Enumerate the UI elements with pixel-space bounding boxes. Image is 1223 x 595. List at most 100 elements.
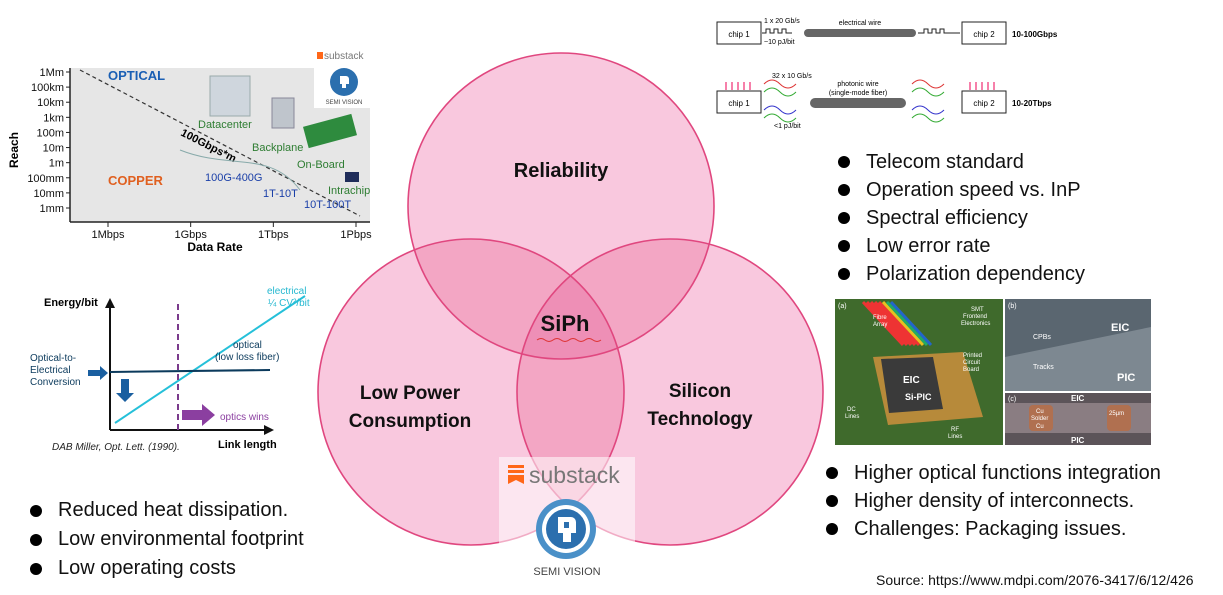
reach-y-tick: 100mm	[27, 173, 64, 185]
conversion-label-3: Conversion	[30, 377, 81, 388]
row1-rate: 1 x 20 Gb/s	[764, 18, 800, 25]
label-pic-c: PIC	[1071, 436, 1085, 445]
label-rf-1: RF	[951, 427, 959, 433]
datacenter-image	[209, 75, 251, 117]
label-cpbs: CPBs	[1033, 334, 1051, 341]
right-bullet-item: Low error rate	[838, 232, 1218, 260]
reach-y-tick: 1km	[43, 112, 64, 124]
label-eic-b: EIC	[1111, 322, 1129, 334]
label-smt-3: Electronics	[961, 321, 990, 327]
label-pic-b: PIC	[1117, 372, 1135, 384]
row1-energy: ~10 pJ/bit	[764, 39, 795, 46]
optical-line	[109, 369, 271, 373]
venn-label-reliability: Reliability	[513, 160, 609, 182]
photonic-wire	[810, 98, 906, 108]
electrical-label-2: ¼ CV²/bit	[268, 297, 310, 309]
label-sipic: Si-PIC	[905, 392, 932, 402]
row2-rate: 32 x 10 Gb/s	[772, 73, 812, 80]
center-logo-sub: SEMI VISION	[533, 566, 600, 578]
row1-bw: 10-100Gbps	[1012, 30, 1058, 39]
label-rf-2: Lines	[948, 434, 962, 440]
optical-label-2: (low loss fiber)	[215, 352, 279, 363]
energy-ylabel: Energy/bit	[44, 297, 98, 309]
label-fibre-2: Array	[873, 322, 887, 328]
reach-y-tick: 100m	[36, 127, 64, 139]
label-smt-2: Frontend	[963, 314, 987, 320]
label-smt-1: SMT	[971, 307, 984, 313]
reach-y-tick: 100km	[31, 82, 64, 94]
arrow-down-icon	[116, 379, 134, 402]
photo-a-label: (a)	[838, 303, 847, 310]
label-dc-1: DC	[847, 407, 856, 413]
label-intrachip: Intrachip	[328, 185, 370, 197]
label-pcb-2: Circuit	[963, 360, 980, 366]
reach-xlabel: Data Rate	[187, 240, 243, 254]
right-bullet-item: Operation speed vs. InP	[838, 176, 1218, 204]
reach-logo: substack SEMI VISION	[314, 48, 374, 108]
right-bottom-bullet-item: Higher density of interconnects.	[826, 487, 1221, 515]
left-bullet-item: Reduced heat dissipation.	[30, 496, 330, 525]
reach-logo-brand: substack	[324, 51, 364, 62]
electrical-label-1: electrical	[267, 286, 306, 297]
label-1t: 1T-10T	[263, 188, 298, 200]
label-cu-1: Cu	[1036, 409, 1044, 415]
reach-y-tick: 10mm	[33, 188, 64, 200]
venn-label-siph: SiPh	[540, 311, 590, 336]
reach-y-tick: 1Mm	[40, 67, 64, 79]
label-dc-2: Lines	[845, 414, 859, 420]
right-bottom-bullet-item: Higher optical functions integration	[826, 459, 1221, 487]
left-bullet-item: Low environmental footprint	[30, 525, 330, 554]
label-100g: 100G-400G	[205, 172, 262, 184]
reach-ylabel: Reach	[7, 132, 21, 168]
right-bottom-bullet-item: Challenges: Packaging issues.	[826, 515, 1221, 543]
right-bottom-bullet-list: Higher optical functions integration Hig…	[826, 459, 1221, 543]
reach-diagonal-line	[79, 69, 361, 217]
row2-chip-a: chip 1	[728, 99, 750, 108]
reach-x-tick: 1Tbps	[258, 229, 289, 241]
label-eic: EIC	[903, 375, 920, 386]
reach-x-tick: 1Mbps	[91, 229, 125, 241]
reach-y-tick: 10m	[43, 143, 64, 155]
optics-wins-label: optics wins	[220, 412, 269, 423]
venn-center-region	[517, 239, 624, 359]
semi-vision-icon	[536, 499, 596, 559]
left-bullet-item: Low operating costs	[30, 554, 330, 583]
label-datacenter: Datacenter	[198, 119, 252, 131]
electrical-line	[114, 295, 306, 424]
conversion-label-1: Optical-to-	[30, 353, 76, 364]
eic-chip	[881, 357, 943, 413]
photo-b-label: (b)	[1008, 303, 1017, 310]
label-scale: 25µm	[1109, 411, 1124, 417]
center-logo-brand: substack	[529, 462, 620, 488]
label-pcb-1: Printed	[963, 353, 982, 359]
label-cu-3: Cu	[1036, 424, 1044, 430]
photo-c-label: (c)	[1008, 396, 1016, 403]
electrical-wire	[804, 29, 916, 37]
label-backplane: Backplane	[252, 142, 303, 154]
row2-wire-2: (single-mode fiber)	[829, 90, 887, 97]
chip-image	[345, 172, 359, 182]
label-pcb-3: Board	[963, 367, 979, 373]
label-tracks: Tracks	[1033, 364, 1054, 371]
label-onboard: On-Board	[297, 159, 345, 171]
row2-wire-1: photonic wire	[837, 81, 878, 88]
label-10t: 10T-100T	[304, 199, 351, 211]
reach-y-tick: 1m	[49, 158, 64, 170]
row2-bw: 10-20Tbps	[1012, 99, 1052, 108]
substack-icon	[508, 465, 524, 484]
right-bullet-item: Spectral efficiency	[838, 204, 1218, 232]
reach-logo-sub: SEMI VISION	[326, 100, 363, 106]
reach-optical-label: OPTICAL	[108, 68, 165, 83]
right-bullet-list: Telecom standard Operation speed vs. InP…	[838, 148, 1218, 288]
board-image	[303, 113, 357, 149]
optics-wins-arrow-icon	[182, 404, 215, 426]
row1-wire: electrical wire	[839, 20, 882, 27]
label-cu-2: Solder	[1031, 416, 1048, 422]
reach-y-tick: 10km	[37, 97, 64, 109]
row2-energy: <1 pJ/bit	[774, 123, 801, 130]
packaging-photo: (a) Fibre Array SMT Frontend Electronics…	[833, 297, 1153, 447]
energy-chart: Energy/bit Link length electrical ¼ CV²/…	[20, 278, 325, 460]
label-eic-c: EIC	[1071, 394, 1085, 403]
